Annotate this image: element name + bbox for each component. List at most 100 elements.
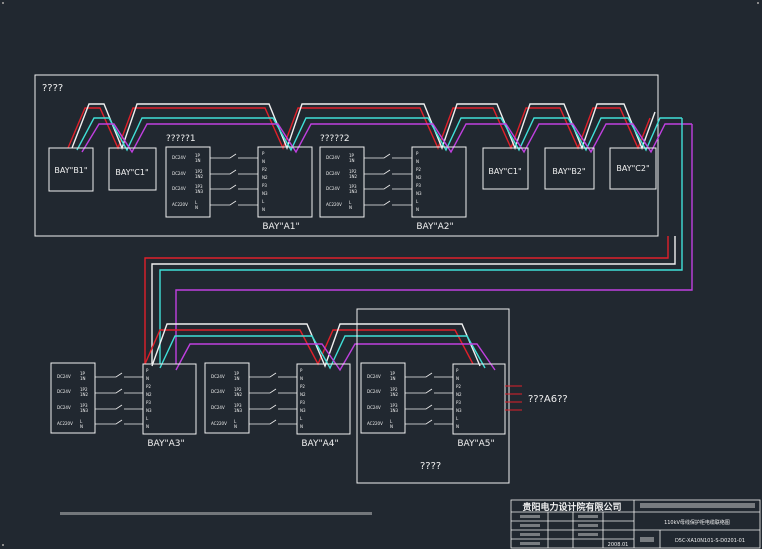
bay-b2-box: [544, 147, 595, 190]
svg-text:1N: 1N: [234, 376, 240, 381]
bay-a3-label: BAY"A3": [147, 439, 184, 449]
svg-text:N2: N2: [262, 175, 268, 180]
bottom-group-label: ????: [420, 461, 441, 472]
title-date: 2008.01: [608, 542, 629, 548]
bay-a2-box: [411, 146, 467, 218]
notes-line: [60, 512, 372, 515]
svg-text:L: L: [262, 199, 265, 204]
svg-text:DC24V: DC24V: [211, 405, 225, 410]
svg-text:1P2: 1P2: [234, 387, 242, 392]
svg-text:L: L: [234, 419, 237, 424]
svg-text:DC24V: DC24V: [211, 389, 225, 394]
top-group: ???? BAY"B1" BAY"C1" ?????1 DC24VDC24VDC…: [34, 74, 692, 237]
svg-text:1N2: 1N2: [390, 392, 399, 397]
cabinet-a3-switches: [95, 372, 143, 425]
riser-wires: [144, 118, 693, 364]
svg-text:P3: P3: [300, 400, 305, 405]
svg-text:N3: N3: [416, 191, 422, 196]
cabinet-a4-switches: [249, 372, 297, 425]
svg-text:N: N: [456, 424, 459, 429]
svg-text:1N2: 1N2: [349, 174, 358, 179]
svg-text:DC24V: DC24V: [367, 405, 381, 410]
svg-text:P2: P2: [262, 167, 267, 172]
svg-text:AC220V: AC220V: [326, 202, 342, 207]
bay-c1r-label: BAY"C1": [488, 167, 521, 176]
svg-text:DC24V: DC24V: [57, 374, 71, 379]
svg-text:1N: 1N: [390, 376, 396, 381]
svg-text:P2: P2: [456, 384, 461, 389]
bay-a4-label: BAY"A4": [301, 439, 338, 449]
svg-text:DC24V: DC24V: [172, 155, 186, 160]
svg-text:DC24V: DC24V: [172, 186, 186, 191]
cabinet-1-switches: [210, 153, 258, 206]
svg-text:N2: N2: [146, 392, 152, 397]
svg-text:1N3: 1N3: [390, 408, 399, 413]
svg-text:1P2: 1P2: [80, 387, 88, 392]
svg-text:P: P: [416, 151, 419, 156]
svg-text:P3: P3: [262, 183, 267, 188]
cabinet-2-box: [319, 146, 365, 218]
bay-a4-box: [296, 363, 351, 435]
svg-text:1N3: 1N3: [234, 408, 243, 413]
svg-text:1P: 1P: [349, 153, 355, 158]
svg-text:1P: 1P: [195, 153, 201, 158]
bay-c2-box: [609, 147, 657, 190]
svg-text:N: N: [456, 376, 459, 381]
svg-text:N2: N2: [456, 392, 462, 397]
svg-text:L: L: [300, 416, 303, 421]
svg-text:N3: N3: [146, 408, 152, 413]
svg-text:L: L: [80, 419, 83, 424]
svg-text:DC24V: DC24V: [172, 171, 186, 176]
svg-text:1N2: 1N2: [234, 392, 243, 397]
svg-text:N2: N2: [300, 392, 306, 397]
cabinet-2-label: ?????2: [320, 134, 350, 144]
bay-a1-box: [257, 146, 313, 218]
svg-text:P3: P3: [416, 183, 421, 188]
svg-text:AC220V: AC220V: [172, 202, 188, 207]
svg-text:1N: 1N: [349, 158, 355, 163]
svg-text:DC24V: DC24V: [326, 155, 340, 160]
svg-text:AC220V: AC220V: [211, 421, 227, 426]
svg-text:N: N: [300, 376, 303, 381]
svg-text:AC220V: AC220V: [367, 421, 383, 426]
svg-text:N3: N3: [300, 408, 306, 413]
bay-a5-box: [452, 363, 506, 435]
svg-text:N: N: [146, 376, 149, 381]
svg-text:1P2: 1P2: [195, 169, 203, 174]
a6-label: ???A6??: [528, 394, 568, 405]
title-drawing-no: D5C-XA10N101-S-D0201-01: [675, 538, 745, 544]
svg-text:1P2: 1P2: [390, 387, 398, 392]
cabinet-a5-switches: [405, 372, 453, 425]
bay-c2-label: BAY"C2": [616, 164, 649, 173]
svg-text:L: L: [349, 200, 352, 205]
svg-text:N3: N3: [262, 191, 268, 196]
svg-text:1N3: 1N3: [349, 189, 358, 194]
svg-text:1P3: 1P3: [390, 403, 398, 408]
svg-text:N: N: [349, 205, 352, 210]
svg-text:DC24V: DC24V: [326, 171, 340, 176]
svg-text:N: N: [390, 424, 393, 429]
bay-b1-box: [48, 147, 94, 192]
bay-a5-label: BAY"A5": [457, 439, 494, 449]
bay-b1-label: BAY"B1": [54, 166, 87, 175]
svg-text:1N3: 1N3: [80, 408, 89, 413]
svg-text:N: N: [416, 207, 419, 212]
svg-text:N: N: [195, 205, 198, 210]
cabinet-2-switches: [364, 153, 412, 206]
svg-text:N: N: [262, 207, 265, 212]
svg-text:1P3: 1P3: [234, 403, 242, 408]
svg-text:1P3: 1P3: [195, 184, 203, 189]
top-group-frame: [34, 74, 659, 237]
svg-text:P2: P2: [146, 384, 151, 389]
svg-text:N: N: [262, 159, 265, 164]
bay-c1r-box: [482, 147, 529, 190]
svg-text:DC24V: DC24V: [367, 374, 381, 379]
top-bus-wires: [67, 103, 692, 154]
cabinet-a4-box: [204, 362, 250, 434]
svg-text:N: N: [234, 424, 237, 429]
